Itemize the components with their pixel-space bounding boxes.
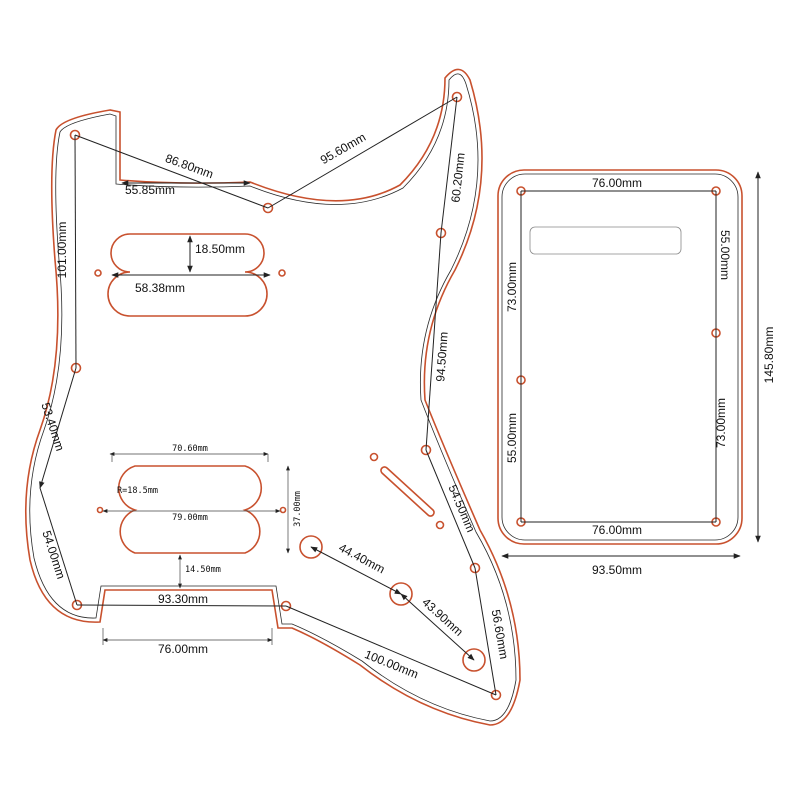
dim-label-left-lower: 54.00mm (39, 529, 68, 581)
dim-label-top-left: 86.80mm (163, 151, 215, 181)
screw-hole (94, 269, 102, 277)
back-plate-inner (501, 173, 739, 541)
dim-label-horn-upper: 60.20mm (448, 152, 467, 203)
dim-label-plate-right-upper: 55.00mm (718, 230, 732, 280)
dim-label-top-right: 95.60mm (318, 130, 368, 167)
back-plate-screw-holes (516, 186, 721, 527)
dim-label-neck-height: 18.50mm (195, 242, 245, 256)
pickguard-dimension-lines (39, 96, 497, 696)
dim-label-bottom-cutout: 93.30mm (158, 592, 208, 606)
selector-switch-slot (380, 466, 435, 517)
pickguard-dimension-labels: 86.80mm 55.85mm 95.60mm 60.20mm 94.50mm … (38, 130, 511, 681)
dim-label-bridge-gap: 14.50mm (185, 565, 221, 575)
dim-label-plate-left-upper: 73.00mm (505, 262, 519, 312)
dim-label-bridge-height: 37.00mm (293, 491, 303, 527)
back-plate-label-area (529, 226, 682, 255)
dim-label-plate-right-lower: 73.00mm (714, 398, 728, 448)
dim-label-knob-upper: 44.40mm (337, 541, 388, 577)
dim-label-left-middle: 53.40mm (38, 401, 67, 453)
bridge-pickup-cutout (117, 465, 263, 554)
dim-label-bridge-outer: 70.60mm (172, 444, 208, 454)
dim-label-plate-bottom: 76.00mm (592, 523, 642, 537)
back-plate-outer (497, 169, 743, 545)
dim-label-plate-left-lower: 55.00mm (505, 413, 519, 463)
screw-hole (369, 452, 379, 462)
screw-hole (435, 520, 445, 530)
pickguard-inner-outline (29, 73, 517, 722)
dim-label-bridge-radius: R=18.5mm (117, 486, 158, 496)
dim-label-plate-width: 93.50mm (592, 563, 642, 577)
neck-pickup-cutout (107, 233, 268, 317)
pickguard-outer-outline (24, 68, 521, 726)
screw-hole (451, 91, 463, 103)
screw-hole (96, 506, 104, 514)
back-plate-dimension-labels: 76.00mm 76.00mm 73.00mm 55.00mm 55.00mm … (505, 176, 776, 577)
screw-hole (490, 689, 502, 701)
dim-label-top-notch: 55.85mm (125, 183, 175, 197)
dim-label-plate-height: 145.80mm (762, 327, 776, 384)
dim-label-horn-middle: 94.50mm (433, 331, 450, 382)
screw-hole (279, 506, 287, 514)
screw-hole (278, 269, 286, 277)
dim-label-bridge-span: 79.00mm (172, 513, 208, 523)
screw-hole (469, 562, 481, 574)
dim-label-right-lower: 56.60mm (489, 608, 511, 660)
back-plate: 76.00mm 76.00mm 73.00mm 55.00mm 55.00mm … (497, 169, 776, 577)
dim-label-bottom-cutout-width: 76.00mm (158, 642, 208, 656)
screw-hole (262, 202, 274, 214)
pickguard: 86.80mm 55.85mm 95.60mm 60.20mm 94.50mm … (24, 68, 521, 726)
dim-label-left-upper: 101.00mm (55, 222, 69, 279)
dim-label-bottom-long: 100.00mm (363, 647, 421, 681)
dim-label-neck-width: 58.38mm (135, 281, 185, 295)
back-plate-dimension-lines (501, 171, 761, 559)
dim-label-plate-top: 76.00mm (592, 176, 642, 190)
